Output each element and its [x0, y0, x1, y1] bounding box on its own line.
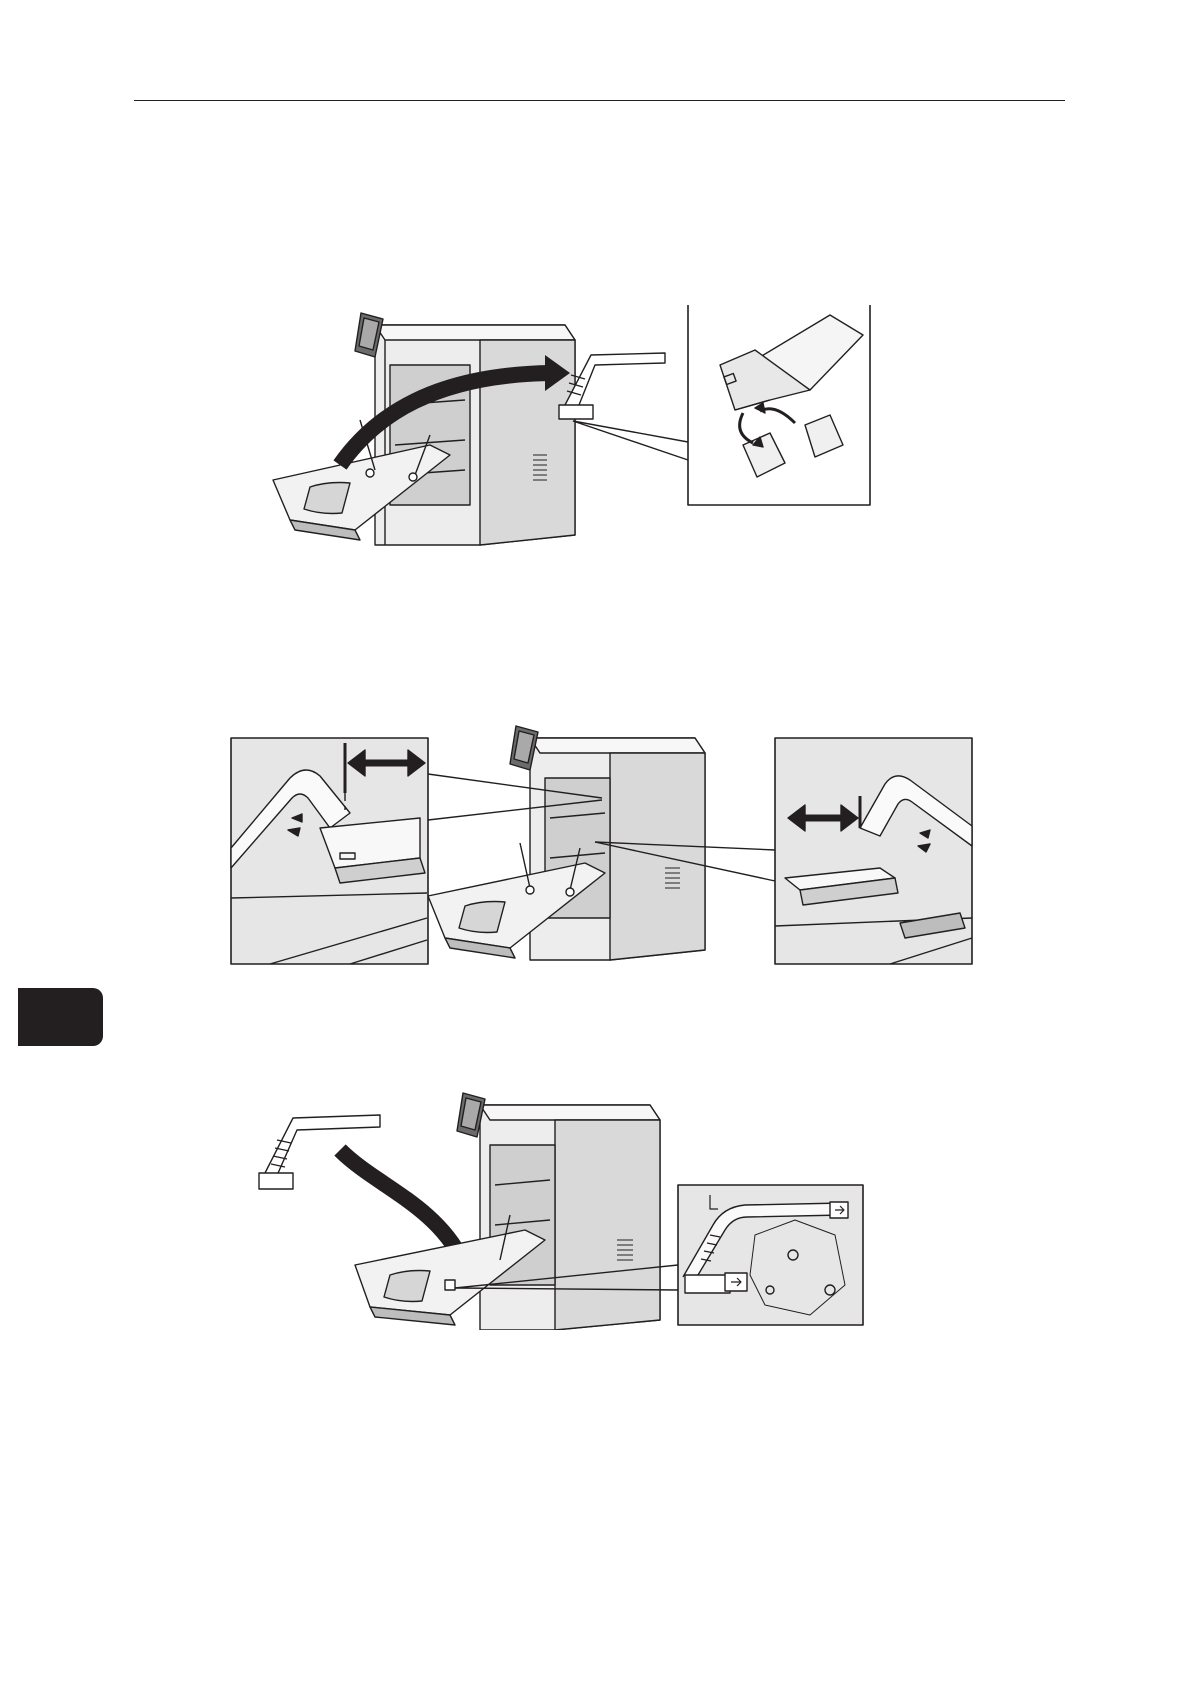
printer-illustration-icon [255, 1085, 885, 1330]
printer-illustration-icon [230, 718, 975, 968]
printer-illustration-icon [265, 305, 945, 550]
figure-return-cleaning-rod [255, 1085, 885, 1330]
chapter-tab [18, 988, 103, 1046]
figure-remove-cleaning-rod [265, 305, 945, 550]
header-rule [134, 100, 1065, 101]
figure-clean-led-heads [230, 718, 975, 968]
